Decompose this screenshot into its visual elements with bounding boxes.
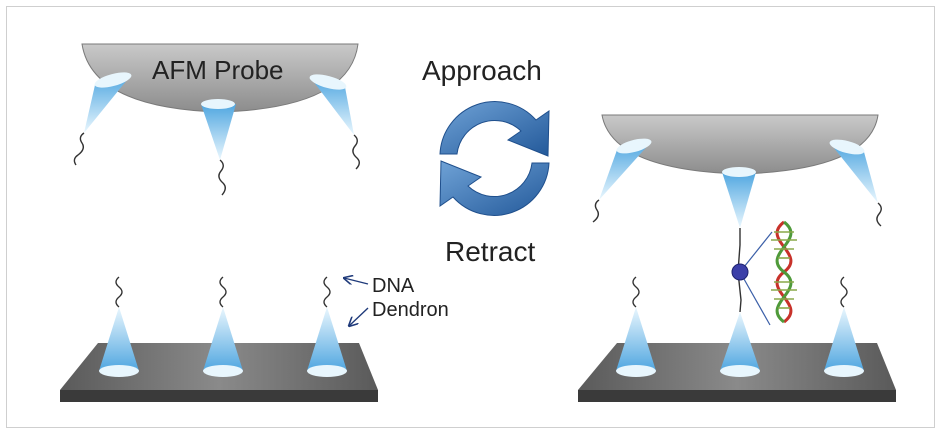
probe-dna-right-1 [592,199,600,223]
cycle-arrow-lower [439,160,550,216]
approach-label: Approach [422,55,542,86]
surface-left-side [60,390,378,402]
tether-line-upper [739,231,773,273]
probe-dna-left-1 [73,132,85,166]
probe-dendron-left-2 [201,99,236,160]
dna-double-helix [771,220,797,324]
probe-dendron-right-2 [722,167,756,228]
surface-dna-left-2 [219,276,227,308]
surface-dendron-right-2 [720,312,760,377]
surface-dendron-right-3 [824,307,864,377]
probe-dendron-left-3 [309,74,354,135]
surface-dendron-right-1 [616,307,656,377]
cycle-center: Approach Retract [422,55,550,267]
dna-label: DNA [372,275,415,297]
retract-label: Retract [445,236,535,267]
tether-line-lower [739,271,771,326]
surface-dna-right-3 [840,276,848,308]
surface-right-side [578,390,896,402]
probe-dna-left-2 [218,159,226,196]
surface-dna-right-1 [632,276,640,308]
target-bead [731,263,749,281]
probe-dna-right-3 [876,202,882,227]
dna-pointer-arrow [344,278,369,284]
surface-dendron-left-2 [203,307,243,377]
dendron-label: Dendron [372,299,449,321]
surface-dna-left-3 [323,276,331,308]
left-panel: AFM Probe [60,43,449,402]
cycle-arrow-upper [439,101,550,157]
probe-dna-left-3 [352,134,360,170]
dendron-pointer-arrow [349,307,369,326]
probe-dendron-left-1 [84,72,132,133]
right-panel [578,114,896,402]
surface-dna-left-1 [115,276,123,308]
probe-dendron-right-1 [599,138,652,200]
surface-dendron-left-3 [307,307,347,377]
afm-probe-label: AFM Probe [152,55,284,85]
surface-dendron-left-1 [99,307,139,377]
probe-dendron-right-3 [829,139,878,203]
